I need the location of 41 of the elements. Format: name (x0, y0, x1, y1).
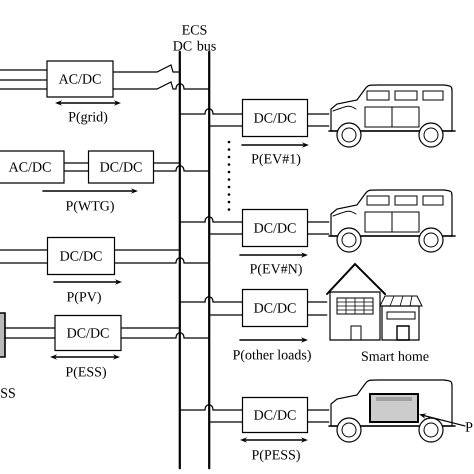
converter-box: DC/DC (242, 396, 308, 434)
wire (308, 409, 330, 423)
wire (179, 296, 242, 316)
power-label: P(EV#N) (250, 264, 302, 276)
car-drawing (328, 84, 456, 148)
wire (154, 162, 210, 172)
wire (179, 404, 242, 423)
power-label: P(EV#1) (252, 154, 300, 166)
converter-box: AC/DC (0, 150, 65, 184)
dc-bus: ECS DC bus (173, 25, 216, 470)
converter-box: DC/DC (242, 288, 308, 328)
converter-box: DC/DC (88, 150, 154, 184)
power-label: P(PESS) (252, 450, 300, 462)
converter-box: DC/DC (54, 314, 122, 352)
converter-box: DC/DC (242, 98, 308, 138)
power-label: P(PV) (66, 292, 101, 304)
wire (308, 301, 328, 316)
converter-box: DC/DC (242, 208, 308, 248)
power-label: P(WTG) (66, 200, 114, 214)
converter-box: DC/DC (46, 236, 116, 276)
wire (179, 108, 242, 127)
wire (5, 327, 55, 339)
wire (308, 113, 330, 127)
wire (114, 249, 210, 264)
wire (113, 64, 210, 90)
car-drawing (328, 189, 456, 253)
wire (121, 327, 210, 339)
wire (308, 221, 330, 235)
wire (0, 69, 47, 90)
wire (0, 249, 48, 264)
power-label: P(ESS) (66, 366, 106, 380)
power-label: P(grid) (68, 112, 108, 124)
converter-box: AC/DC (46, 60, 114, 98)
wire (179, 216, 242, 235)
battery-box (0, 312, 6, 358)
power-label: P(other loads) (232, 350, 311, 362)
wire (64, 162, 88, 172)
power-label: SS (1, 388, 15, 398)
node-label: Smart home (362, 351, 429, 361)
battery-icon (369, 393, 419, 423)
power-label: P (466, 422, 472, 432)
